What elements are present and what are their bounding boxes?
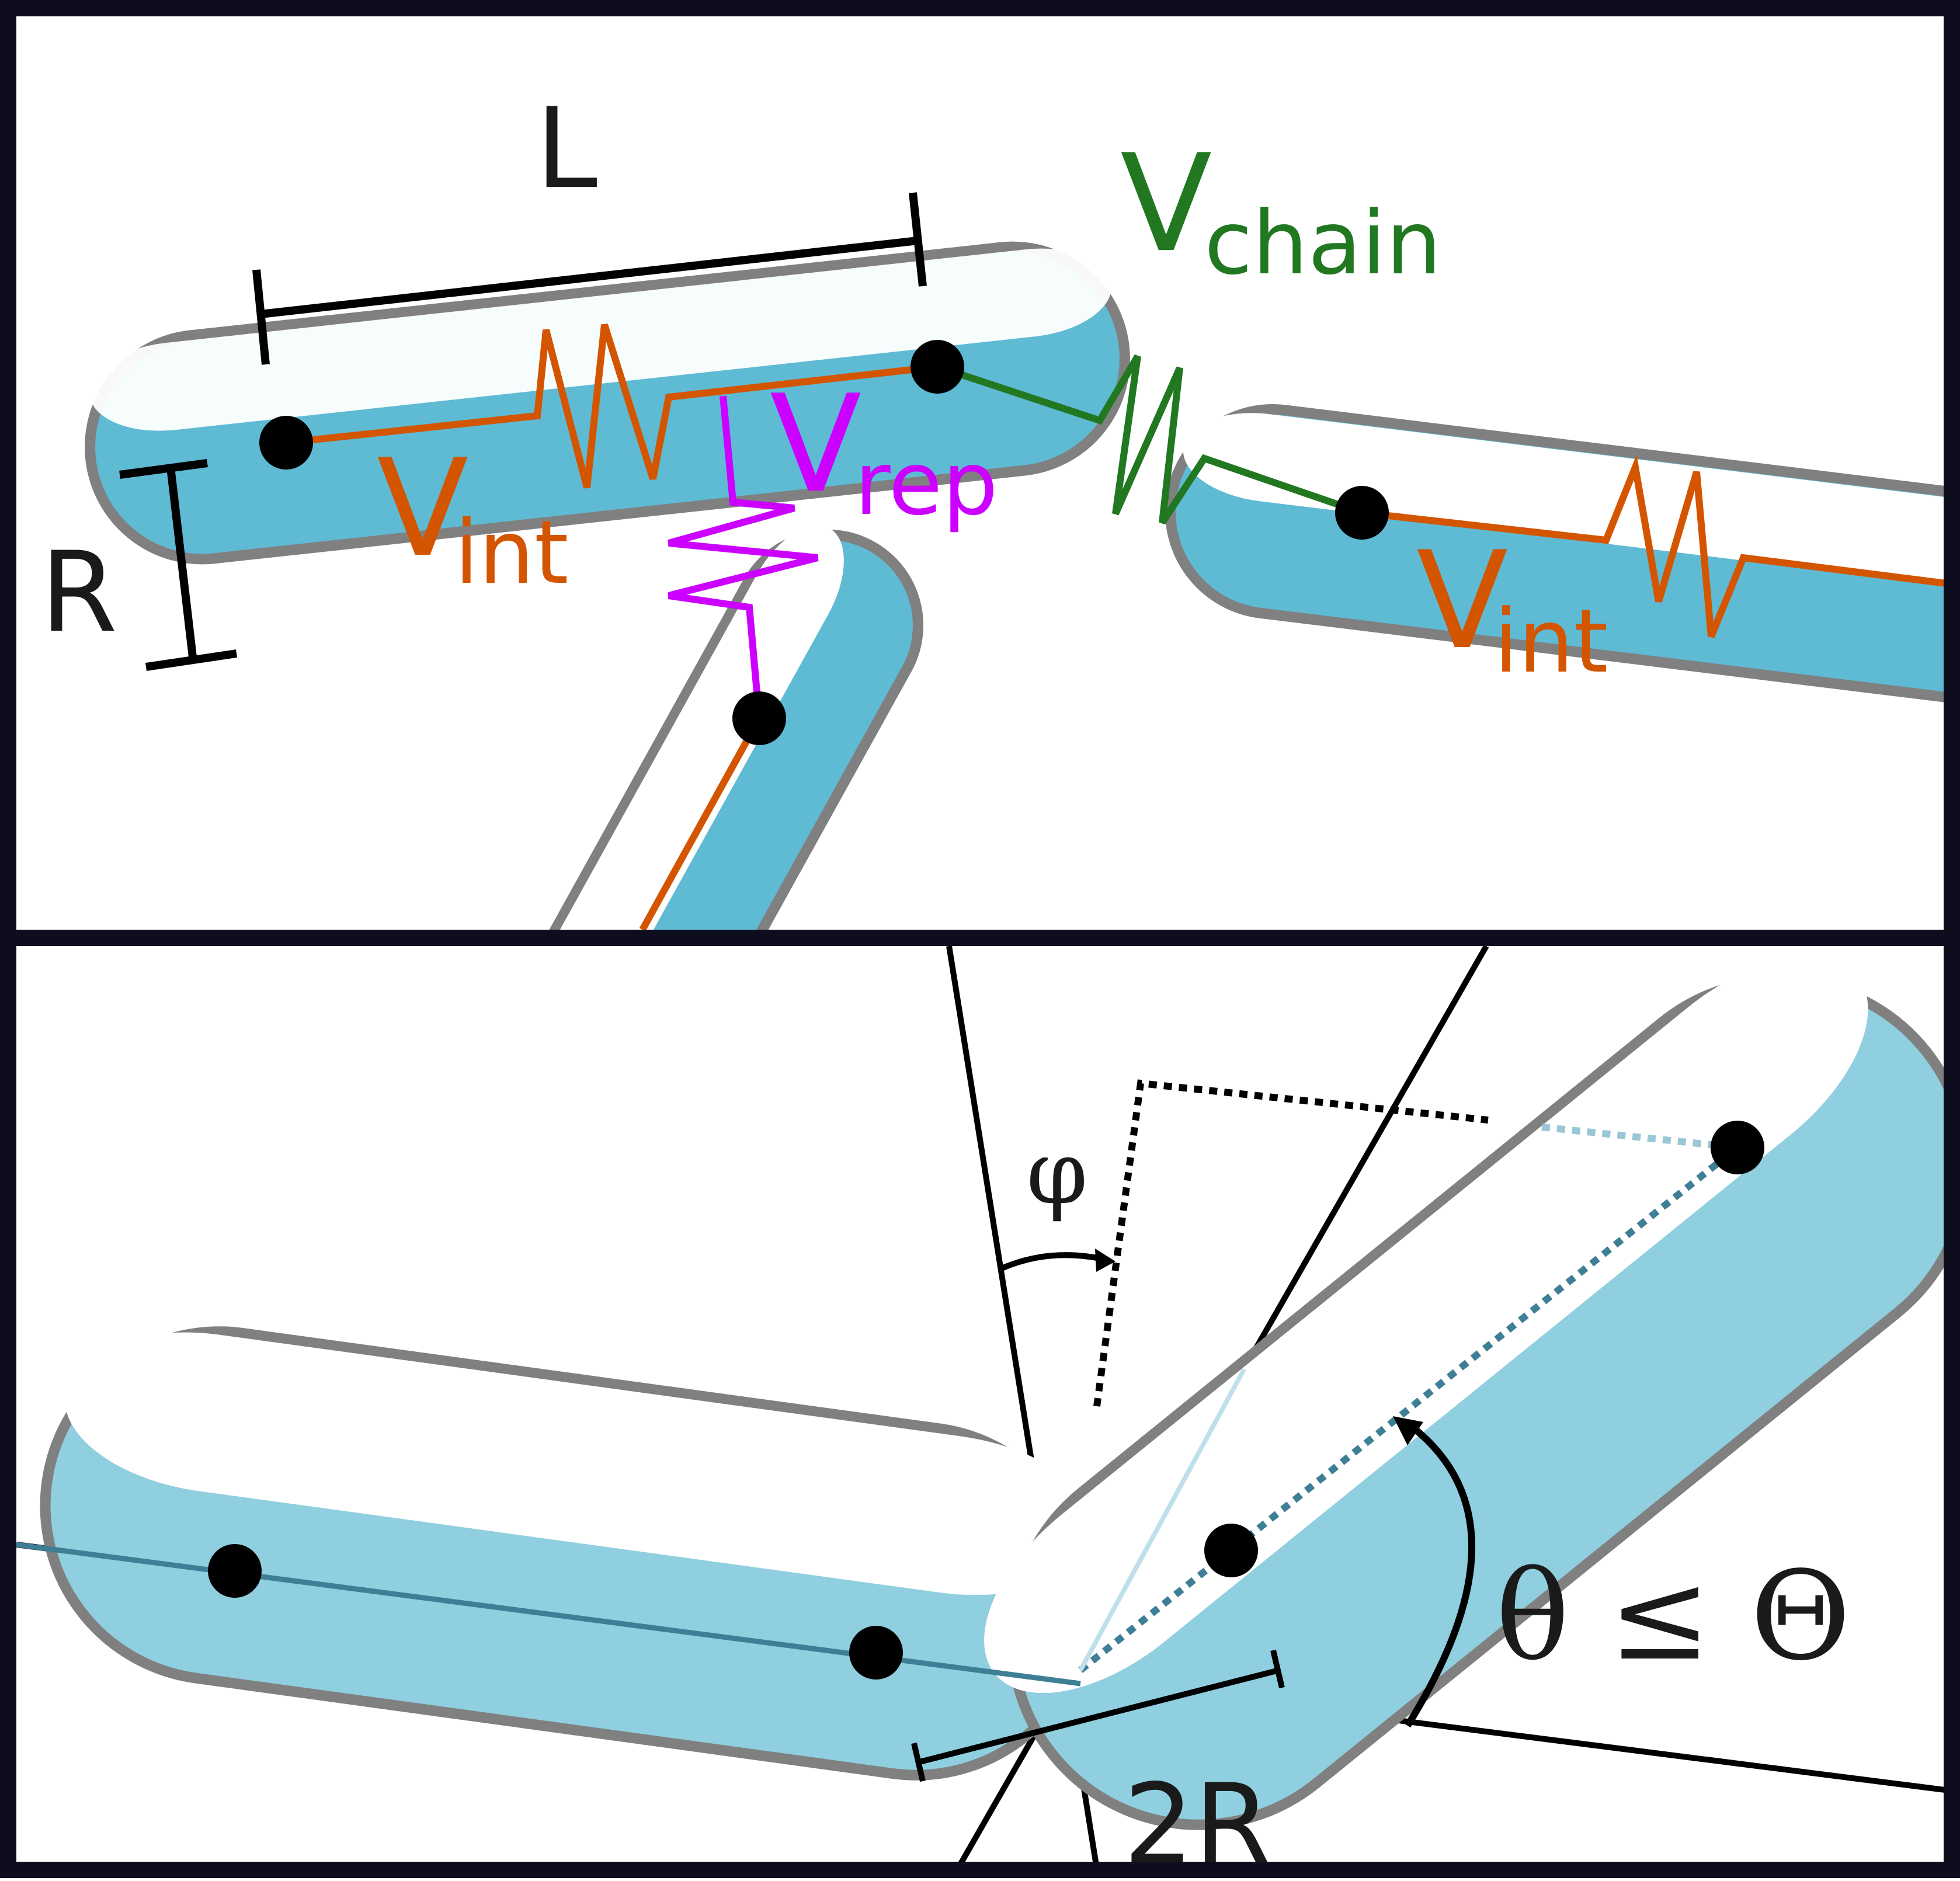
svg-text:V: V	[1416, 523, 1508, 679]
svg-text:V: V	[1120, 126, 1212, 282]
repulsion-potential-label: V rep	[770, 367, 998, 535]
projection-path	[1093, 1079, 1489, 1407]
phi-label: φ	[1026, 1122, 1087, 1224]
repulsion-spring	[668, 395, 819, 719]
top-panel: L R V chain V rep V int V int	[40, 84, 1944, 930]
svg-text:rep: rep	[854, 433, 998, 535]
faint-reference	[1078, 1368, 1246, 1671]
svg-text:V: V	[770, 367, 861, 523]
internal-line-bottom	[639, 717, 763, 930]
svg-text:chain: chain	[1204, 193, 1441, 294]
radius-label: R	[40, 528, 117, 657]
length-label: L	[536, 84, 597, 213]
node-dots-bottom	[208, 1121, 1764, 1680]
theta-arc	[1404, 1425, 1476, 1728]
diameter-label: 2R	[1124, 1760, 1271, 1878]
svg-text:int: int	[454, 502, 569, 604]
projection-faint	[1541, 1124, 1738, 1151]
axis-lower-left	[16, 1542, 1081, 1687]
radius-bar	[119, 459, 238, 671]
bottom-panel: φ θ ≤ Θ 2R	[16, 946, 1944, 1878]
internal-spring-right	[1361, 454, 1944, 638]
diameter-bar	[911, 1649, 1285, 1782]
chain-potential-label: V chain	[1120, 126, 1441, 294]
theta-arrowhead	[1393, 1416, 1423, 1445]
length-bar	[252, 192, 927, 365]
svg-text:V: V	[377, 431, 468, 587]
axis-tilted-dotted	[1078, 1145, 1740, 1673]
phi-arc	[1000, 1252, 1110, 1271]
rod-lower-left	[40, 1326, 1096, 1781]
svg-text:int: int	[1494, 591, 1608, 693]
phi-arrowhead	[1095, 1249, 1115, 1272]
rod-tilted	[984, 956, 1944, 1830]
node-dots-top	[259, 340, 1389, 745]
internal-spring-left	[286, 324, 938, 489]
angle-condition-label: θ ≤ Θ	[1496, 1545, 1851, 1688]
internal-potential-right-label: V int	[1416, 523, 1608, 693]
internal-potential-left-label: V int	[377, 431, 569, 604]
rod-bottom-cap	[524, 525, 923, 930]
chain-spring	[936, 354, 1363, 525]
